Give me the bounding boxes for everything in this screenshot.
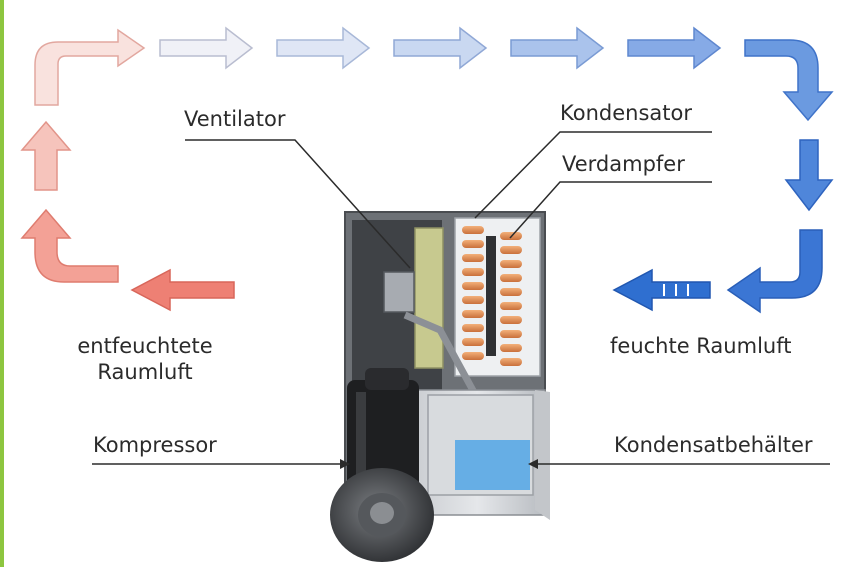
label-verdampfer: Verdampfer	[562, 152, 685, 176]
label-dry-air: entfeuchtete Raumluft	[60, 333, 230, 386]
leader-verdampfer	[509, 181, 712, 239]
label-kondensatbehaelter: Kondensatbehälter	[614, 433, 813, 457]
label-dry-air-line1: entfeuchtete	[77, 334, 213, 358]
arrow-right-elbow	[726, 229, 823, 314]
arrow-top-left-elbow	[34, 28, 146, 106]
arrow-top-right-elbow	[744, 39, 834, 122]
label-kondensator: Kondensator	[560, 101, 692, 125]
airflow-arrows-right	[612, 139, 834, 314]
label-kompressor: Kompressor	[93, 433, 217, 457]
arrow-left-elbow	[20, 208, 119, 283]
airflow-arrows-left	[20, 120, 235, 312]
arrow-top-1	[159, 26, 254, 70]
condensate-water	[455, 440, 530, 490]
frame-accent-bar	[0, 0, 4, 567]
arrow-left-up	[20, 120, 72, 191]
leader-ventilator	[185, 139, 411, 269]
label-ventilator: Ventilator	[184, 107, 286, 131]
arrow-right-down	[784, 139, 834, 212]
dehumidifier-unit	[330, 211, 550, 562]
label-humid-air: feuchte Raumluft	[610, 334, 792, 358]
copper-coils	[462, 226, 522, 366]
fan-motor	[383, 271, 415, 313]
airflow-arrows-top	[34, 26, 834, 122]
arrow-top-5	[627, 26, 722, 70]
arrow-top-3	[393, 26, 488, 70]
label-dry-air-line2: Raumluft	[97, 360, 193, 385]
leader-kondensator	[474, 131, 712, 219]
arrow-top-4	[510, 26, 605, 70]
arrow-top-2	[276, 26, 371, 70]
arrow-humid-air	[612, 268, 711, 312]
arrow-dry-air	[130, 268, 235, 312]
leader-lines	[92, 131, 830, 469]
fan-housing	[414, 227, 444, 369]
